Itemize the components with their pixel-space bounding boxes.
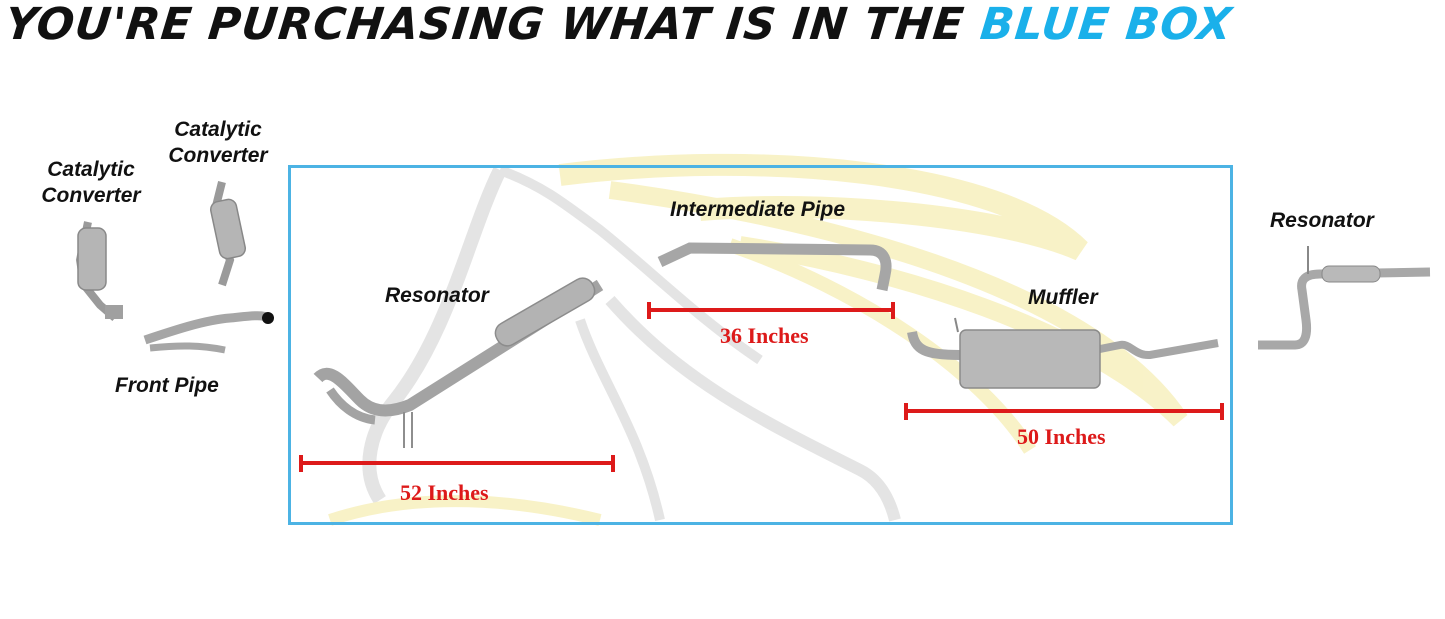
resonator-assembly-icon [313,277,604,448]
muffler-icon [907,317,1219,389]
measure-50-label: 50 Inches [1017,424,1106,449]
intermediate-pipe-icon [657,242,892,292]
label-front-pipe: Front Pipe [115,374,219,397]
rear-resonator-icon [1258,246,1431,350]
label-cat-converter-2: Catalytic Converter [168,118,268,167]
front-pipe-icon [143,311,274,354]
horse-watermark-icon [328,153,1188,526]
measure-52-label: 52 Inches [400,480,489,505]
measure-bar-50 [904,403,1224,420]
measure-bar-52 [299,455,615,472]
catalytic-converter-2-icon [209,181,247,287]
measure-bar-36 [647,302,895,319]
catalytic-converter-1-icon [75,221,123,322]
label-intermediate-pipe: Intermediate Pipe [670,198,846,221]
measure-36-label: 36 Inches [720,323,809,348]
label-rear-resonator: Resonator [1270,209,1374,232]
label-resonator: Resonator [385,284,489,307]
label-muffler: Muffler [1028,286,1098,309]
label-cat-converter-1: Catalytic Converter [41,158,141,207]
blue-box [288,165,1233,525]
